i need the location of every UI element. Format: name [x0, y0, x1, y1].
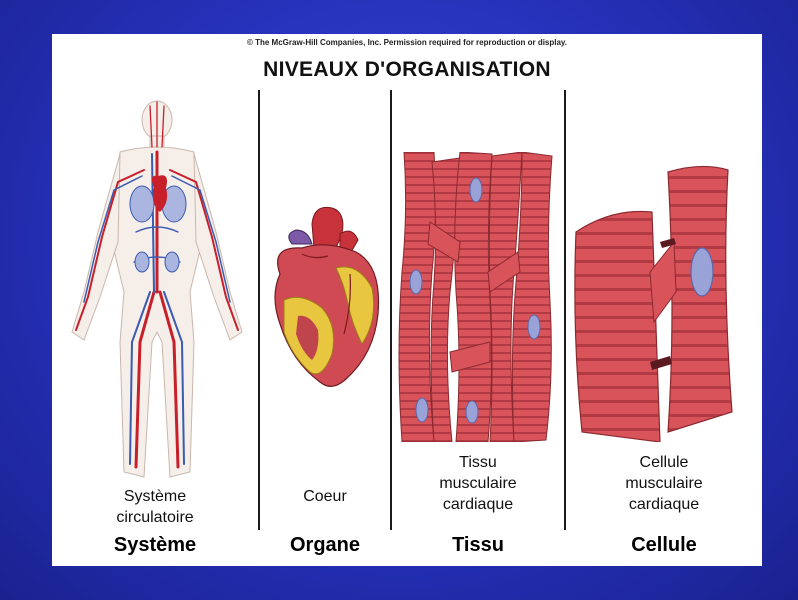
caption-cellule-musculaire: Cellule musculaire cardiaque [566, 452, 762, 515]
level-label-tissu: Tissu [392, 534, 564, 557]
circulatory-system-illustration [62, 92, 252, 482]
caption-line: circulatoire [52, 507, 258, 528]
caption-systeme-circulatoire: Système circulatoire [52, 486, 258, 528]
column-divider [258, 90, 260, 530]
caption-line: Coeur [260, 486, 390, 507]
figure-title: NIVEAUX D'ORGANISATION [52, 58, 762, 82]
caption-line: Système [52, 486, 258, 507]
caption-line: musculaire [392, 473, 564, 494]
caption-line: cardiaque [392, 494, 564, 515]
caption-line: Cellule [566, 452, 762, 473]
level-label-systeme: Système [52, 534, 258, 557]
heart-illustration [262, 204, 388, 404]
caption-line: cardiaque [566, 494, 762, 515]
figure-panel: © The McGraw-Hill Companies, Inc. Permis… [52, 34, 762, 566]
cardiac-cell-illustration [572, 162, 758, 442]
caption-coeur: Coeur [260, 486, 390, 507]
cardiac-tissue-illustration [394, 152, 560, 442]
caption-tissu-musculaire: Tissu musculaire cardiaque [392, 452, 564, 515]
copyright-notice: © The McGraw-Hill Companies, Inc. Permis… [52, 38, 762, 47]
caption-line: Tissu [392, 452, 564, 473]
caption-line: musculaire [566, 473, 762, 494]
level-label-organe: Organe [260, 534, 390, 557]
level-label-cellule: Cellule [566, 534, 762, 557]
